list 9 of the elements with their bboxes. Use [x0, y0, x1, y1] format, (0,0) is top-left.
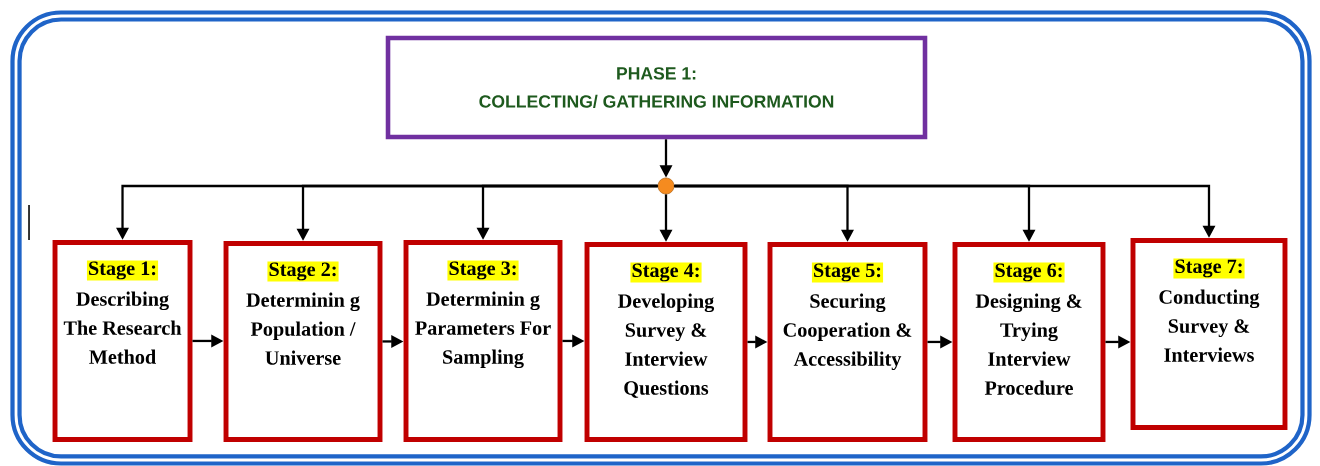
stage-box: Stage 2: Determinin g Population / Universe [223, 241, 383, 442]
phase-box: PHASE 1: COLLECTING/ GATHERING INFORMATION [385, 35, 928, 140]
stage-box: Stage 5: Securing Cooperation & Accessibility [767, 242, 928, 442]
stage-box: Stage 4: Developing Survey & Interview Questions [584, 242, 748, 442]
stage-box: Stage 6: Designing & Trying Interview Procedure [952, 242, 1106, 442]
stage-box: Stage 3: Determinin g Parameters For Sampling [403, 240, 563, 442]
junction-dot [657, 177, 675, 195]
stage-box: Stage 1: Describing The Research Method [52, 240, 193, 442]
stage-box: Stage 7: Conducting Survey & Interviews [1130, 238, 1288, 430]
